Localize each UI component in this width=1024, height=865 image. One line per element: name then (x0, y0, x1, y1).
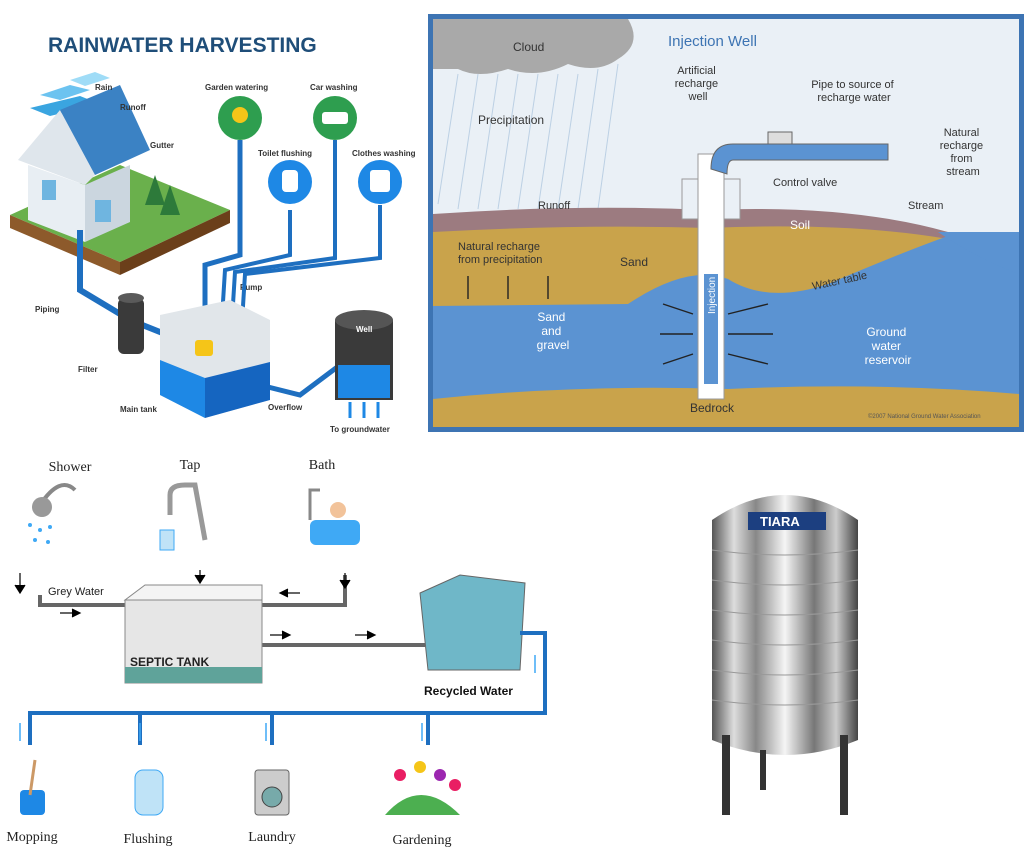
mopping-icon (20, 759, 45, 815)
groundwater-layer (433, 236, 1019, 404)
injection-well-diagram: Injection Well Cloud Precipitation Artif… (428, 14, 1024, 432)
steel-tank-panel: TIARA (700, 470, 870, 820)
artificial-recharge-label: Artificial recharge well (675, 65, 721, 103)
pump-icon (195, 340, 213, 356)
flowers-icon (385, 761, 461, 815)
rainwater-diagram: RAINWATER HARVESTING Rain Runoff Gutter … (10, 34, 416, 434)
control-valve-label: Control valve (773, 177, 837, 189)
tap-label: Tap (180, 458, 201, 473)
tree-icon (145, 175, 180, 215)
direction-arrows (14, 570, 377, 640)
bath-label: Bath (309, 458, 335, 473)
flow-arrows (467, 276, 773, 365)
tank-ribs (711, 549, 859, 706)
mopping-label: Mopping (6, 830, 57, 845)
stream-icon (938, 232, 1019, 274)
grey-water-label: Grey Water (48, 586, 104, 598)
car-washing-label: Car washing (310, 83, 358, 92)
precipitation-label: Precipitation (478, 113, 544, 127)
rainwater-title: RAINWATER HARVESTING (48, 34, 317, 57)
septic-tank-label: SEPTIC TANK (130, 655, 209, 669)
septic-tank-icon (123, 584, 263, 684)
steel-tank-image: TIARA (711, 495, 859, 815)
well-icon: Well (335, 310, 393, 418)
overflow-label: Overflow (268, 403, 303, 412)
well-label: Well (356, 325, 372, 334)
main-tank-label: Main tank (120, 405, 157, 414)
filter-icon (118, 293, 144, 354)
garden-watering-icon (218, 96, 262, 140)
gutter-label: Gutter (150, 141, 174, 150)
tank-body (712, 495, 858, 755)
tap-icon (159, 482, 208, 551)
copyright-label: ©2007 National Ground Water Association (868, 413, 981, 420)
pump-label: Pump (240, 283, 262, 292)
control-valve-icon (767, 131, 793, 145)
injection-well-panel: Injection Well Cloud Precipitation Artif… (428, 14, 1024, 432)
recycled-water-label: Recycled Water (424, 684, 513, 698)
recycled-water-tank-icon (419, 574, 526, 671)
toilet-flushing-icon (268, 160, 312, 204)
laundry-icon (254, 769, 290, 816)
greywater-panel: Shower Tap Bath Grey Water SEPTIC TAN (0, 445, 560, 860)
runoff-label: Runoff (120, 103, 146, 112)
filter-label: Filter (78, 365, 98, 374)
precipitation-streaks (437, 63, 619, 210)
shower-icon (28, 483, 77, 544)
brand-label: TIARA (760, 514, 800, 529)
stream-label: Stream (908, 200, 943, 212)
runoff-label-injection: Runoff (538, 200, 571, 212)
rain-label: Rain (95, 83, 112, 92)
house-icon (18, 85, 150, 242)
clothes-washing-label: Clothes washing (352, 149, 416, 158)
gardening-label: Gardening (392, 833, 451, 848)
brand-badge (748, 512, 826, 530)
natural-recharge-stream-label: Natural recharge from stream (940, 127, 986, 178)
sand-label: Sand (620, 255, 648, 269)
injection-title: Injection Well (668, 33, 757, 50)
sand-gravel-label: Sand and gravel (537, 310, 570, 352)
tank-legs (722, 735, 848, 815)
shower-label: Shower (49, 460, 92, 475)
flushing-label: Flushing (123, 832, 172, 847)
injection-pipe-label: Injection pipe (707, 255, 718, 314)
car-washing-icon (313, 96, 357, 140)
ground-water-reservoir-label: Ground water reservoir (865, 325, 912, 367)
bath-icon (308, 488, 360, 545)
natural-recharge-precip-label: Natural recharge from precipitation (458, 241, 543, 266)
piping-label: Piping (35, 305, 60, 314)
cloud-label: Cloud (513, 40, 544, 54)
to-groundwater-label: To groundwater (330, 425, 390, 434)
laundry-label: Laundry (248, 830, 295, 845)
bedrock-layer (433, 386, 1019, 427)
pipe-to-source-label: Pipe to source of recharge water (811, 79, 897, 104)
toilet-flushing-label: Toilet flushing (258, 149, 312, 158)
soil-label: Soil (790, 218, 810, 232)
rainwater-harvesting-panel: RAINWATER HARVESTING Rain Runoff Gutter … (0, 0, 430, 440)
main-tank-icon (160, 300, 270, 418)
clothes-washing-icon (358, 160, 402, 204)
garden-watering-label: Garden watering (205, 83, 268, 92)
cloud-icon (433, 19, 634, 74)
bedrock-label: Bedrock (690, 401, 735, 415)
greywater-diagram: Shower Tap Bath Grey Water SEPTIC TAN (6, 458, 547, 848)
toilet-icon (134, 769, 164, 816)
